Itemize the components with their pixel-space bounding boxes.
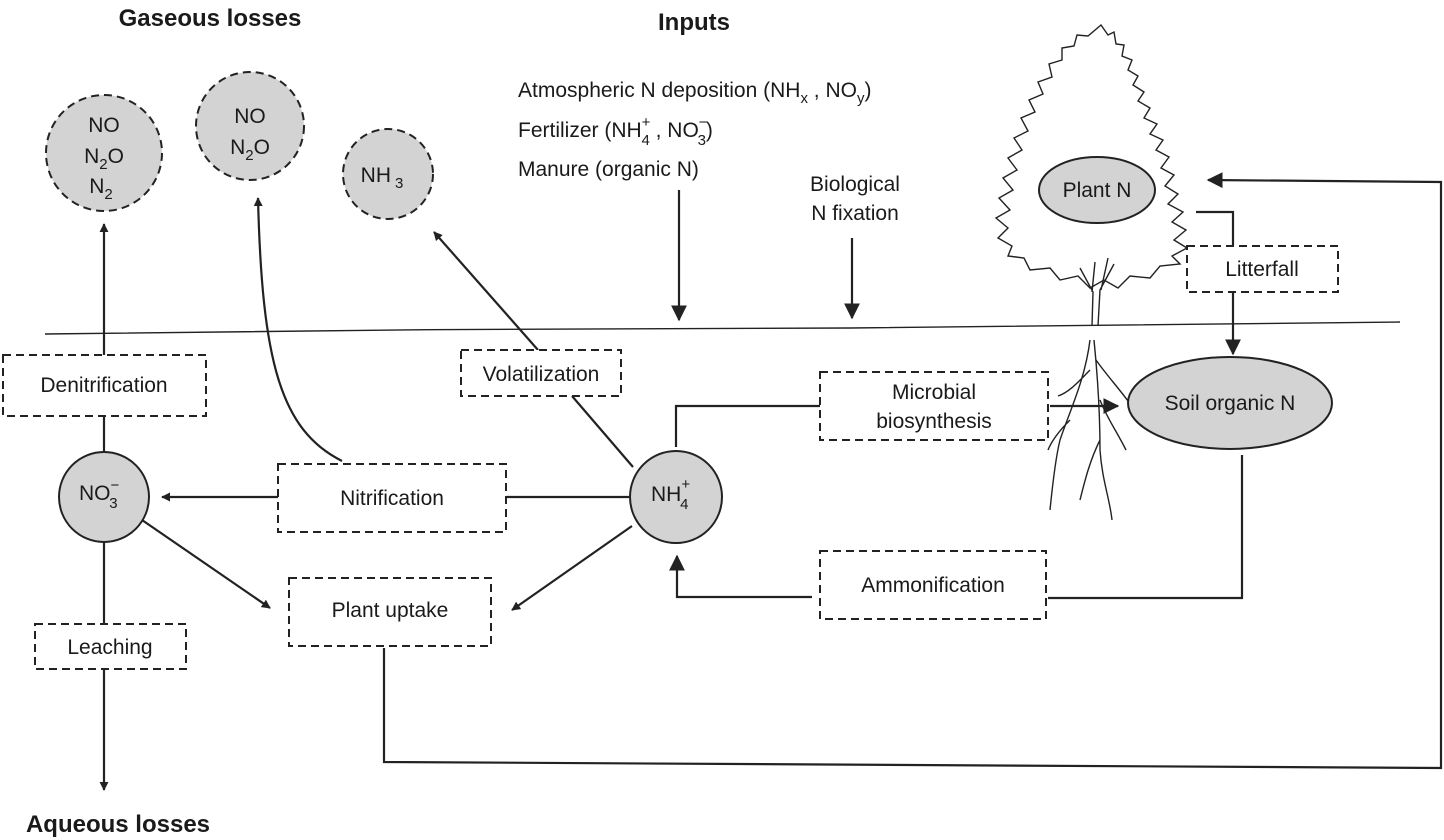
ammonification-to-ammonium-arrow — [669, 554, 812, 599]
denitrification-label: Denitrification — [40, 374, 167, 397]
microbial-biosynthesis-box — [819, 371, 1049, 441]
plant-n-to-litterfall-line — [1196, 210, 1235, 245]
nitrate-pool-label: NO−3 — [79, 477, 120, 512]
volatilization-box — [460, 349, 622, 397]
ammonium-to-volatilization-line — [571, 395, 634, 468]
tree-canopy-outline — [994, 23, 1189, 289]
litterfall-label: Litterfall — [1225, 258, 1299, 281]
microbial-biosynthesis-label-line1: Microbial — [892, 381, 976, 404]
ammonium-to-microbial-line — [674, 404, 820, 447]
plant-uptake-to-plant-n-arrow — [382, 172, 1443, 770]
gas-pool-no-n2o — [195, 71, 305, 181]
nitrate-uptake-arrow — [141, 519, 271, 609]
input-manure: Manure (organic N) — [518, 158, 699, 181]
microbial-biosynthesis-label-line2: biosynthesis — [876, 410, 992, 433]
plant-n-pool — [1038, 156, 1156, 224]
input-fertilizer: Fertilizer (NH+4 , NO−3) — [518, 114, 713, 149]
tree-illustration — [994, 23, 1189, 521]
plant-n-label: Plant N — [1063, 179, 1132, 202]
leaching-box — [34, 623, 187, 670]
ammonification-box — [819, 550, 1047, 620]
plant-uptake-label: Plant uptake — [332, 599, 449, 622]
gas-pool1-n2o-label: N2O — [84, 145, 124, 173]
gas-pool2-no-label: NO — [234, 105, 266, 128]
gaseous-losses-heading: Gaseous losses — [119, 5, 302, 32]
nitrate-pool — [58, 451, 150, 543]
volatilization-label: Volatilization — [483, 363, 600, 386]
nitrification-box — [277, 463, 507, 533]
nitrification-gas-loss-arrow — [253, 197, 343, 462]
soil-organic-n-label: Soil organic N — [1165, 392, 1296, 415]
input-atmospheric-deposition: Atmospheric N deposition (NHx , NOy) — [518, 79, 871, 107]
soil-organic-n-pool — [1127, 356, 1333, 450]
ammonification-label: Ammonification — [861, 574, 1005, 597]
tree-roots — [1047, 339, 1141, 521]
gas-pool1-n2-label: N2 — [89, 175, 113, 203]
tree-trunk — [1079, 257, 1115, 327]
ammonium-uptake-arrow — [511, 525, 633, 611]
plant-uptake-box — [288, 577, 492, 647]
denitrification-box — [2, 354, 207, 417]
gas-pool2-n2o-label: N2O — [230, 136, 270, 164]
soil-surface-line — [44, 321, 1401, 335]
gas-pool-no-n2o-n2 — [45, 94, 163, 212]
volatilization-arrow — [433, 231, 539, 351]
soil-organic-to-ammonification-line — [1048, 455, 1244, 600]
ammonium-pool — [629, 450, 723, 544]
nitrification-label: Nitrification — [340, 487, 444, 510]
leaching-label: Leaching — [67, 636, 152, 659]
input-bio-fixation-line2: N fixation — [811, 202, 899, 225]
gas-pool1-no-label: NO — [88, 114, 120, 137]
input-bio-fixation-line1: Biological — [810, 173, 900, 196]
litterfall-box — [1186, 245, 1339, 293]
gas-pool-nh3 — [342, 128, 434, 220]
inputs-heading: Inputs — [658, 9, 730, 36]
ammonium-pool-label: NH+4 — [651, 476, 690, 513]
aqueous-losses-heading: Aqueous losses — [26, 811, 210, 838]
